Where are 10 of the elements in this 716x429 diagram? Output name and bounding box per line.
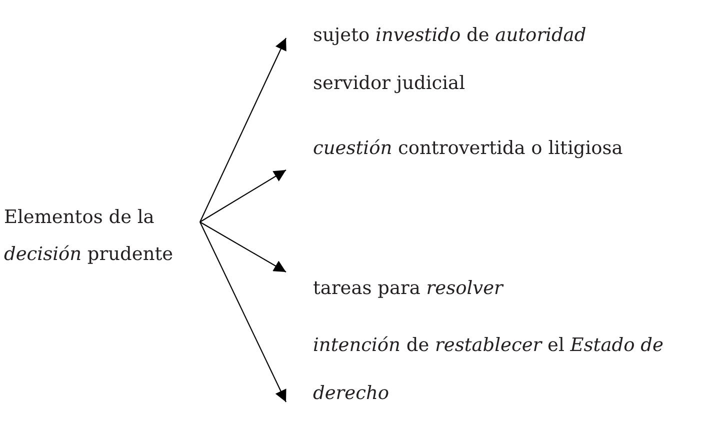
label-text: Elementos de la decisión prudente [4, 206, 174, 267]
arrow [200, 170, 286, 222]
arrow [200, 222, 286, 402]
arrow [200, 222, 286, 272]
label-text: sujeto investido de autoridad [313, 24, 588, 48]
arrow [200, 38, 286, 222]
label-text: intención de restablecer el Estado de derecho [313, 334, 664, 406]
label-text: tareas para resolver [313, 277, 505, 301]
label-text: servidor judicial [313, 72, 466, 96]
label-text: cuestión controvertida o litigiosa [313, 137, 624, 161]
